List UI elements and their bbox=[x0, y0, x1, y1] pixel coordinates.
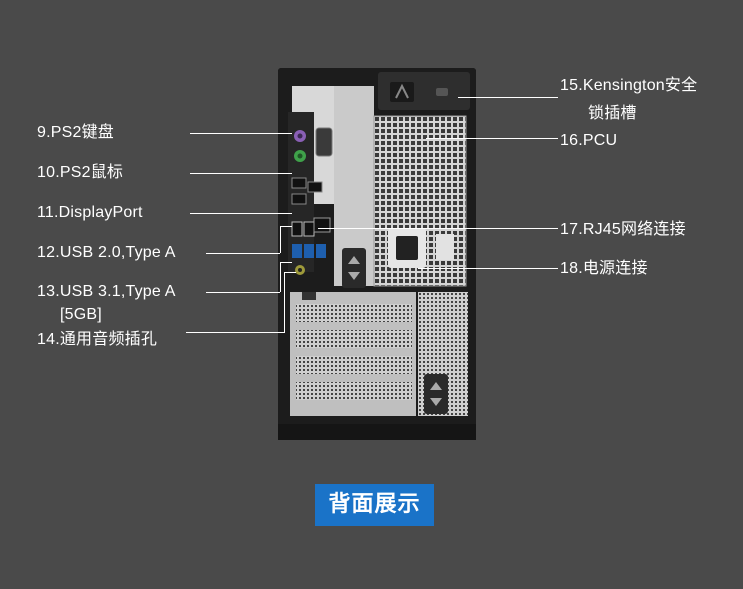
leader-line-kensington bbox=[458, 97, 558, 98]
label-displayport: 11.DisplayPort bbox=[37, 204, 143, 221]
leader-line-audio-jack-vertical bbox=[284, 272, 285, 333]
label-usb-3-1: 13.USB 3.1,Type A bbox=[37, 283, 176, 300]
leader-line-ps2-keyboard bbox=[190, 133, 292, 134]
tower-rear-illustration bbox=[278, 68, 476, 440]
rear-view-caption-badge: 背面展示 bbox=[315, 484, 434, 526]
leader-line-audio-jack bbox=[186, 332, 284, 333]
label-rj45: 17.RJ45网络连接 bbox=[560, 221, 686, 238]
leader-line-usb-2-0 bbox=[206, 253, 280, 254]
leader-line-usb-2-0-top bbox=[280, 226, 292, 227]
label-ps2-keyboard: 9.PS2键盘 bbox=[37, 124, 114, 141]
label-usb-3-1-speed: [5GB] bbox=[60, 306, 102, 323]
label-usb-2-0: 12.USB 2.0,Type A bbox=[37, 244, 176, 261]
label-pcu: 16.PCU bbox=[560, 132, 618, 149]
leader-line-ps2-mouse bbox=[190, 173, 292, 174]
label-audio-jack: 14.通用音频插孔 bbox=[37, 331, 158, 348]
leader-line-displayport bbox=[190, 213, 292, 214]
leader-line-audio-jack-top bbox=[284, 272, 296, 273]
leader-line-rj45 bbox=[318, 228, 558, 229]
leader-line-pcu bbox=[426, 138, 558, 139]
label-kensington-lock-line2: 锁插槽 bbox=[588, 105, 637, 122]
label-power-connection: 18.电源连接 bbox=[560, 260, 648, 277]
leader-line-usb-2-0-vertical bbox=[280, 226, 281, 253]
leader-line-power bbox=[418, 268, 558, 269]
leader-line-usb-3-1 bbox=[206, 292, 280, 293]
tower-rear-graphic bbox=[278, 68, 476, 440]
label-ps2-mouse: 10.PS2鼠标 bbox=[37, 164, 124, 181]
leader-line-usb-3-1-vertical bbox=[280, 262, 281, 292]
leader-line-usb-3-1-top bbox=[280, 262, 292, 263]
label-kensington-lock: 15.Kensington安全 bbox=[560, 77, 698, 94]
